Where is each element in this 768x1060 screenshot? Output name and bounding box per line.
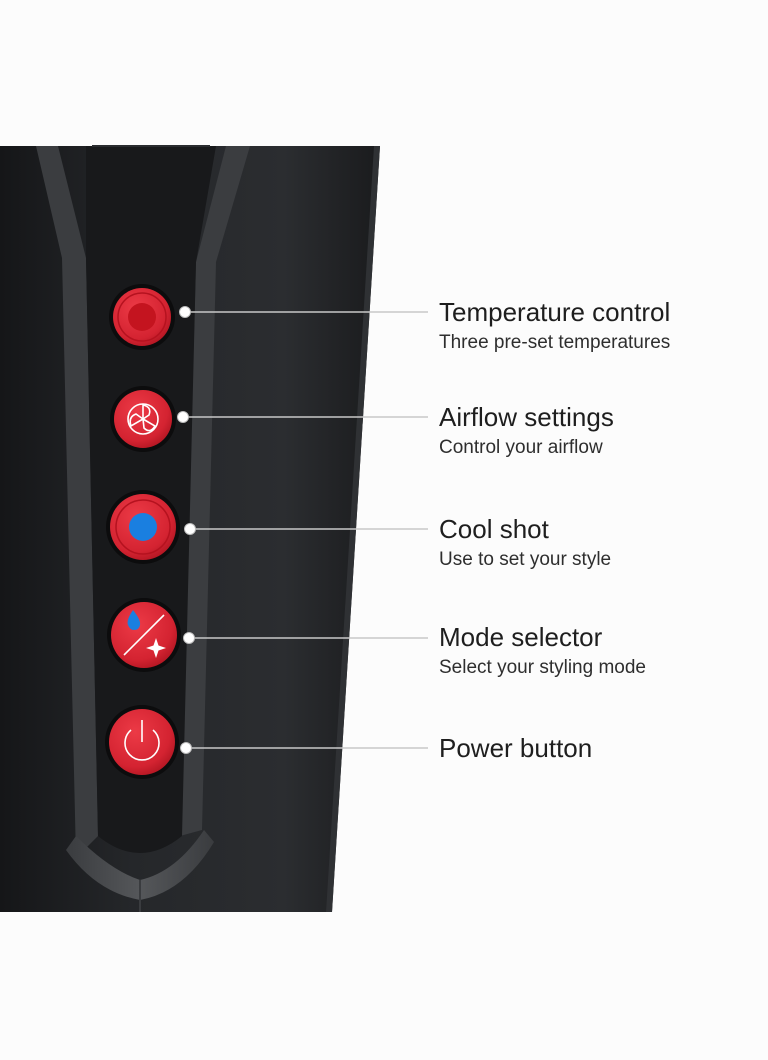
callout-title: Temperature control [439, 297, 671, 327]
callout-title: Airflow settings [439, 402, 614, 432]
callout-title: Cool shot [439, 514, 549, 544]
blue-dot-icon [129, 513, 157, 541]
callout-subtitle: Three pre-set temperatures [439, 332, 671, 353]
callout-subtitle: Control your airflow [439, 437, 603, 458]
airflow-settings-button[interactable] [110, 386, 176, 452]
callout-subtitle: Use to set your style [439, 549, 612, 570]
dot-icon [128, 303, 156, 331]
leader-lines [177, 306, 428, 754]
callout-title: Power button [439, 733, 593, 763]
temperature-control-button[interactable] [109, 284, 175, 350]
callout-subtitle: Select your styling mode [439, 657, 646, 678]
power-button[interactable] [105, 705, 179, 779]
callout-temperature: Temperature control Three pre-set temper… [439, 296, 670, 356]
callout-airflow: Airflow settings Control your airflow [439, 401, 614, 461]
power-icon [124, 720, 160, 761]
callout-cool-shot: Cool shot Use to set your style [439, 513, 611, 573]
callout-mode-selector: Mode selector Select your styling mode [439, 621, 646, 681]
callout-title: Mode selector [439, 622, 603, 652]
mode-selector-button[interactable] [107, 598, 181, 672]
cool-shot-button[interactable] [106, 490, 180, 564]
fan-icon [127, 403, 159, 435]
drop-sparkle-icon [123, 610, 166, 658]
callout-power: Power button [439, 732, 592, 764]
